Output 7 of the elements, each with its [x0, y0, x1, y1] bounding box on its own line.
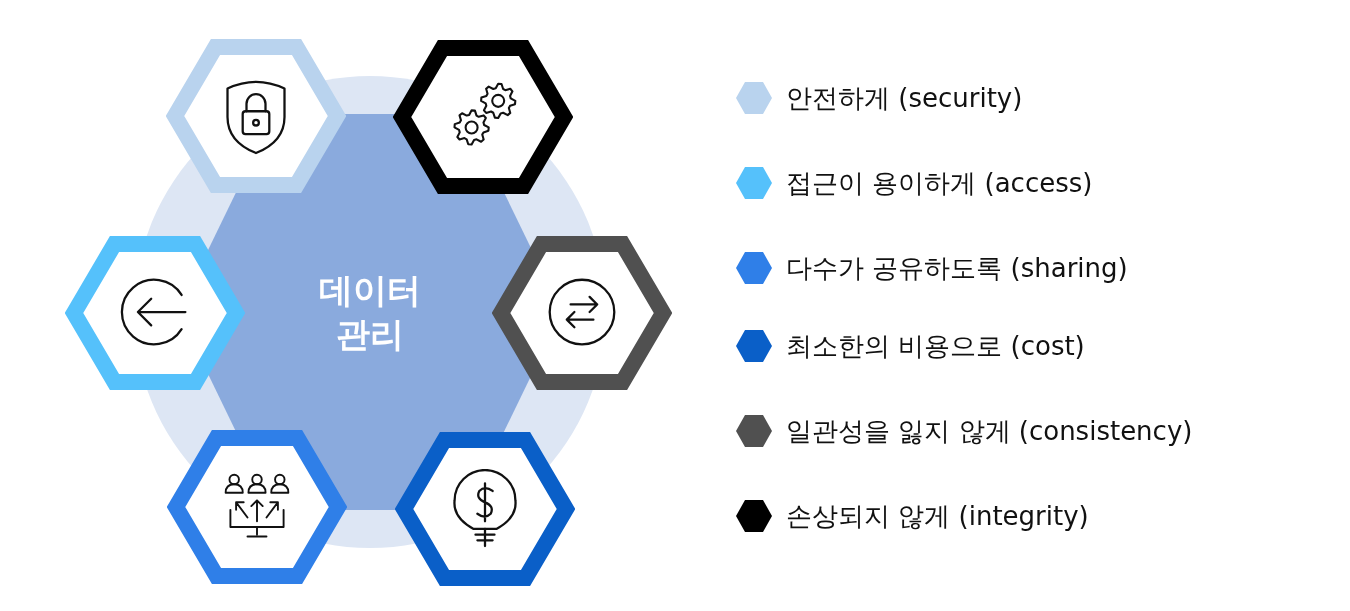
legend-label: 일관성을 잃지 않게 (consistency) [786, 414, 1193, 448]
legend-label: 다수가 공유하도록 (sharing) [786, 251, 1128, 285]
legend-label: 손상되지 않게 (integrity) [786, 499, 1089, 533]
legend-label: 접근이 용이하게 (access) [786, 166, 1093, 200]
legend-label: 안전하게 (security) [786, 81, 1023, 115]
legend-label: 최소한의 비용으로 (cost) [786, 329, 1085, 363]
center-title: 데이터 관리 [318, 268, 422, 356]
